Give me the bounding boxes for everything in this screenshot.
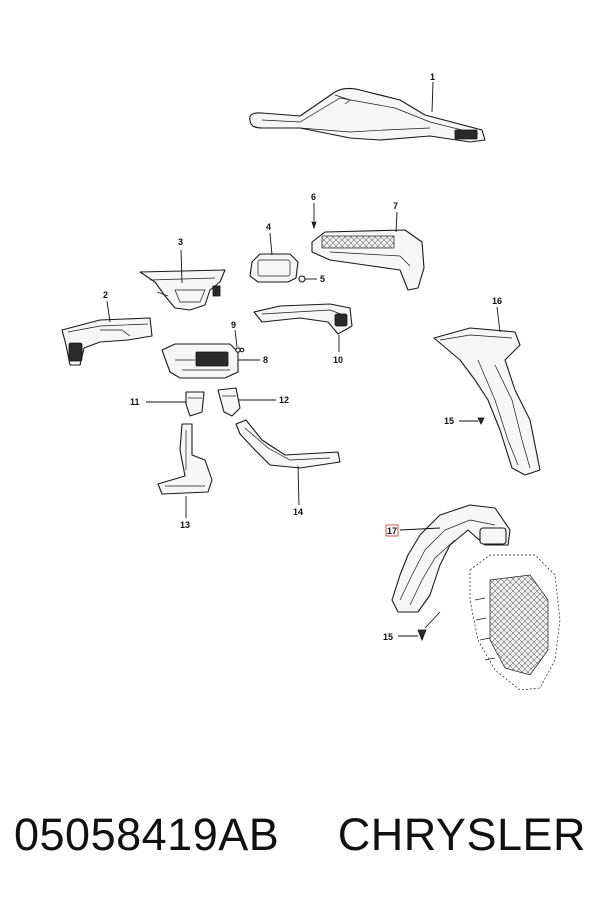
footer: 05058419AB CHRYSLER (0, 790, 600, 880)
brand-name: CHRYSLER (337, 809, 586, 860)
part-7-outlet[interactable] (311, 229, 425, 291)
leader-7 (395, 211, 398, 233)
hvac-case-reference (469, 554, 561, 691)
part-9-screw[interactable] (235, 347, 245, 353)
callout-17-highlight (385, 524, 399, 537)
callout-4: 4 (266, 222, 271, 232)
callout-5: 5 (320, 274, 325, 284)
leader-3 (180, 249, 183, 284)
leader-9 (234, 329, 238, 348)
leader-15-lower-b (424, 611, 441, 629)
callout-10: 10 (333, 355, 343, 365)
part-6-screw[interactable] (311, 221, 317, 230)
part-number: 05058419AB (14, 809, 280, 860)
leader-4 (269, 232, 273, 256)
callout-12: 12 (279, 395, 289, 405)
part-12-adapter[interactable] (217, 387, 241, 417)
part-15-screw-lower[interactable] (417, 629, 427, 642)
leader-16 (496, 306, 501, 333)
callout-8: 8 (263, 355, 268, 365)
part-10-duct[interactable] (253, 303, 353, 335)
part-15-screw-upper[interactable] (477, 417, 485, 425)
callout-7: 7 (393, 201, 398, 211)
callout-13: 13 (180, 520, 190, 530)
leader-17 (399, 527, 441, 531)
callout-9: 9 (231, 320, 236, 330)
callout-14: 14 (293, 507, 303, 517)
part-1-duct[interactable] (249, 87, 486, 143)
callout-16: 16 (492, 296, 502, 306)
callout-2: 2 (103, 290, 108, 300)
part-11-adapter[interactable] (185, 391, 205, 417)
callout-1: 1 (430, 72, 435, 82)
parts-diagram: 1 2 3 4 5 6 7 (61, 72, 561, 691)
leader-14 (297, 465, 300, 506)
part-5-clip[interactable] (298, 275, 306, 283)
part-13-floor-duct[interactable] (157, 423, 213, 495)
part-17-duct[interactable] (391, 504, 511, 613)
callout-15-lower: 15 (383, 632, 393, 642)
callout-15-upper: 15 (444, 416, 454, 426)
part-14-floor-duct[interactable] (235, 419, 341, 469)
part-16-rear-duct[interactable] (433, 327, 541, 476)
part-3-duct[interactable] (139, 269, 226, 311)
part-8-module[interactable] (161, 343, 239, 379)
part-2-duct[interactable] (61, 317, 153, 366)
part-4-vent[interactable] (249, 253, 299, 283)
leader-1 (431, 81, 434, 113)
callout-11: 11 (130, 397, 140, 407)
callout-3: 3 (178, 237, 183, 247)
callout-17: 17 (387, 526, 397, 536)
leader-2 (106, 300, 111, 323)
callout-6: 6 (311, 192, 316, 202)
